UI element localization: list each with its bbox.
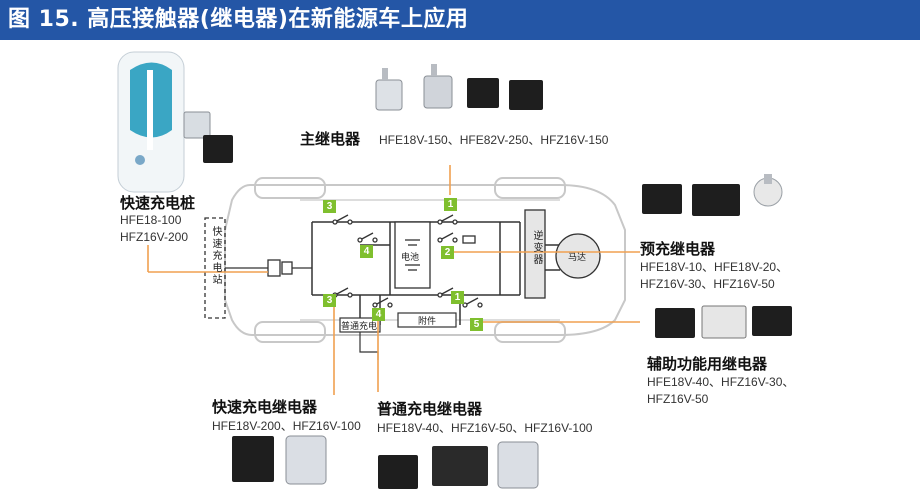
battery-label: 电池 [401, 253, 420, 263]
badge-2: 2 [441, 246, 454, 259]
figure-title-bar: 图 15. 高压接触器(继电器)在新能源车上应用 [0, 0, 920, 40]
fast-charge-relay-images [232, 435, 327, 485]
normal-charge-relay-title: 普通充电继电器 [377, 400, 483, 418]
fast-charge-relay-title: 快速充电继电器 [212, 398, 318, 416]
normal-charge-relay-images [378, 441, 539, 489]
aux-relay-model-1: HFE18V-40、HFZ16V-30、 [647, 375, 795, 389]
charging-station-label: 快速充电站 [210, 226, 221, 286]
main-relay-images [375, 64, 543, 111]
badge-5: 5 [470, 318, 483, 331]
circuit-wiring [311, 221, 560, 325]
badge-4-left: 4 [360, 245, 373, 258]
charging-pile-model-2: HFZ16V-200 [120, 230, 189, 244]
normal-charge-relay-models: HFE18V-40、HFZ16V-50、HFZ16V-100 [377, 421, 593, 435]
charging-pile-image [117, 51, 233, 193]
aux-relay-title: 辅助功能用继电器 [647, 355, 768, 373]
badge-3-top: 3 [323, 200, 336, 213]
precharge-relay-images [642, 174, 783, 216]
main-relay-title: 主继电器 [300, 130, 361, 148]
battery-block [394, 221, 431, 289]
precharge-relay-title: 预充继电器 [640, 240, 716, 258]
inverter-label: 逆变器 [531, 230, 542, 266]
precharge-relay-model-1: HFE18V-10、HFE18V-20、 [640, 260, 789, 274]
accessory-block [397, 312, 457, 328]
fast-charge-relay-models: HFE18V-200、HFZ16V-100 [212, 419, 361, 433]
precharge-relay-model-2: HFZ16V-30、HFZ16V-50 [640, 277, 775, 291]
precharge-relay-models: HFE18V-10、HFE18V-20、 HFZ16V-30、HFZ16V-50 [640, 259, 788, 293]
badge-1-top: 1 [444, 198, 457, 211]
charging-pile-title: 快速充电桩 [120, 194, 196, 212]
charging-pile-model-1: HFE18-100 [120, 213, 182, 227]
normal-charger-label: 普通充电 [341, 322, 378, 332]
switch-symbols [332, 214, 483, 308]
inverter-block [524, 209, 546, 299]
aux-relay-model-2: HFZ16V-50 [647, 392, 709, 406]
motor-block [555, 233, 601, 279]
accessory-label: 附件 [418, 317, 437, 327]
aux-relay-models: HFE18V-40、HFZ16V-30、 HFZ16V-50 [647, 374, 794, 408]
motor-label: 马达 [568, 253, 587, 263]
connector-plug [225, 259, 312, 277]
badge-1-bottom: 1 [451, 291, 464, 304]
figure-title: 图 15. 高压接触器(继电器)在新能源车上应用 [8, 7, 469, 32]
normal-charger-cable [359, 332, 379, 360]
callout-lines [147, 165, 640, 395]
charging-pile-models: HFE18-100 HFZ16V-200 [120, 212, 188, 246]
main-relay-models: HFE18V-150、HFE82V-250、HFZ16V-150 [379, 133, 609, 147]
aux-relay-images [655, 305, 792, 339]
badge-4-bottom: 4 [372, 308, 385, 321]
badge-3-bottom: 3 [323, 294, 336, 307]
